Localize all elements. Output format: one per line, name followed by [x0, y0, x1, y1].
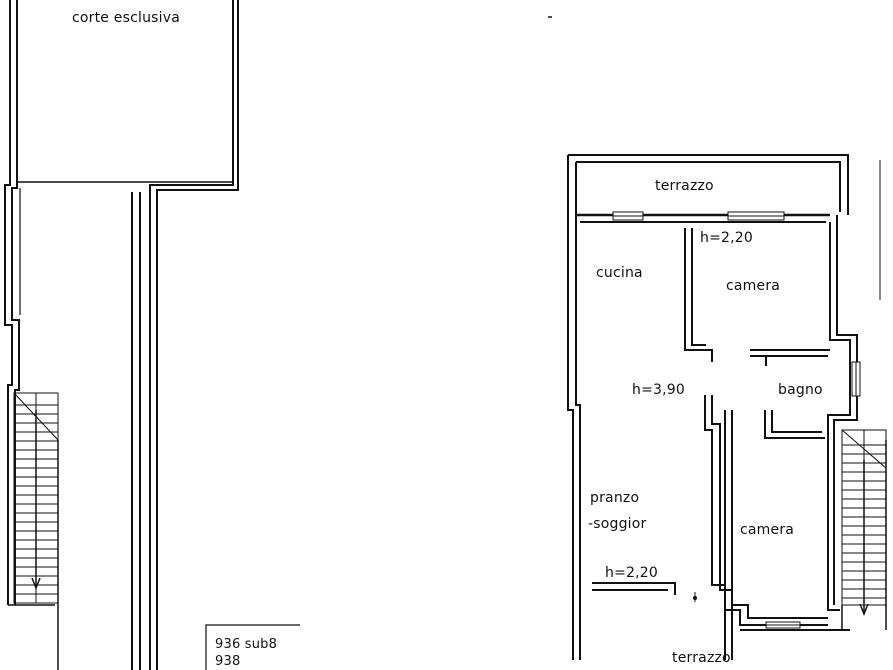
right-staircase — [841, 429, 887, 630]
cadastre-line-1: 936 sub8 — [215, 637, 278, 652]
cadastre-line-2: 938 — [215, 654, 241, 669]
label-terrazzo-top: terrazzo — [655, 178, 714, 194]
label-terrazzo-bottom: terrazzo — [672, 650, 731, 666]
label-h-camera: h=2,20 — [700, 230, 753, 246]
right-building-walls — [567, 154, 858, 660]
label-camera-top: camera — [726, 278, 781, 294]
label-bagno: bagno — [778, 382, 823, 398]
label-cucina: cucina — [596, 265, 643, 281]
left-staircase — [13, 392, 59, 604]
label-h-main: h=3,90 — [632, 382, 685, 398]
windows — [612, 211, 861, 629]
label-h-pranzo: h=2,20 — [605, 565, 658, 581]
left-building-walls — [4, 0, 239, 670]
label-camera-bottom: camera — [740, 522, 795, 538]
door-mark — [693, 592, 697, 602]
label-soggior: -soggior — [588, 516, 647, 532]
label-pranzo: pranzo — [590, 490, 640, 506]
label-corte-esclusiva: corte esclusiva — [72, 10, 180, 26]
cadastre-box — [205, 624, 300, 670]
